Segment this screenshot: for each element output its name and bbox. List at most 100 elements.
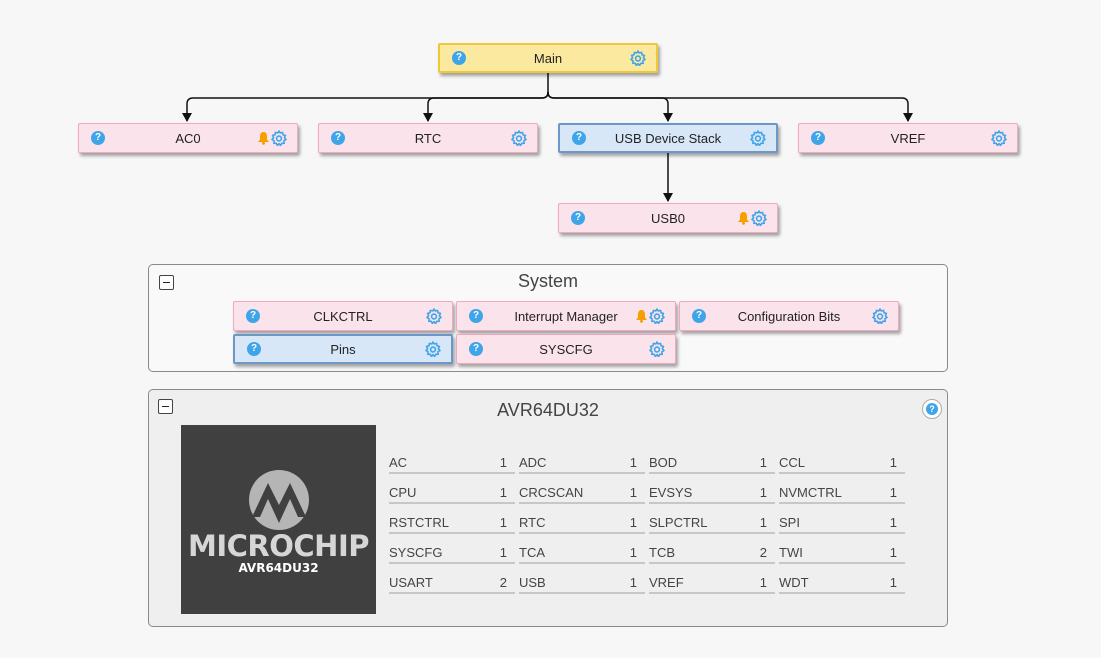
microchip-logo-icon [249, 470, 309, 530]
peripheral-count: 1 [499, 485, 507, 500]
peripheral-count: 1 [889, 545, 897, 560]
rtc-node-label: RTC [414, 130, 442, 146]
gear-icon[interactable] [649, 341, 665, 357]
peripheral-cell: NVMCTRL 1 [779, 482, 905, 504]
device-help-button[interactable]: ? [922, 399, 942, 419]
main-node[interactable]: ? Main [438, 43, 658, 73]
peripheral-name: USART [389, 575, 433, 590]
peripheral-name: CCL [779, 455, 806, 470]
gear-icon[interactable] [425, 341, 441, 357]
system-group: System ? CLKCTRL ? Interrupt Manager ? C… [148, 264, 948, 372]
peripheral-cell: CCL 1 [779, 452, 905, 474]
peripheral-name: TCA [519, 545, 545, 560]
bell-icon[interactable] [737, 211, 750, 225]
device-chip-image: MICROCHIP AVR64DU32 [181, 425, 376, 614]
collapse-system-button[interactable] [159, 275, 174, 290]
question-icon[interactable]: ? [571, 211, 585, 225]
gear-icon[interactable] [750, 130, 766, 146]
clkctrl-node-label: CLKCTRL [313, 308, 373, 324]
system-group-title: System [517, 271, 578, 291]
peripheral-name: NVMCTRL [779, 485, 842, 500]
usb0-node[interactable]: ? USB0 [558, 203, 778, 233]
question-icon[interactable]: ? [692, 309, 706, 323]
peripheral-name: CRCSCAN [519, 485, 584, 500]
gear-icon[interactable] [991, 130, 1007, 146]
question-icon[interactable]: ? [811, 131, 825, 145]
question-icon[interactable]: ? [469, 342, 483, 356]
usb-device-stack-node-label: USB Device Stack [614, 130, 722, 146]
question-icon[interactable]: ? [572, 131, 586, 145]
configuration-bits-node-label: Configuration Bits [737, 308, 841, 324]
peripheral-count: 1 [759, 575, 767, 590]
peripheral-count: 1 [889, 455, 897, 470]
gear-icon[interactable] [872, 308, 888, 324]
peripheral-cell: ADC 1 [519, 452, 645, 474]
peripheral-cell: EVSYS 1 [649, 482, 775, 504]
clkctrl-node[interactable]: ? CLKCTRL [233, 301, 453, 331]
peripheral-cell: TWI 1 [779, 542, 905, 564]
chip-part-text: AVR64DU32 [238, 561, 319, 575]
peripheral-name: EVSYS [649, 485, 693, 500]
rtc-node[interactable]: ? RTC [318, 123, 538, 153]
peripheral-name: VREF [649, 575, 684, 590]
bell-icon[interactable] [635, 309, 648, 323]
peripheral-count: 1 [629, 515, 637, 530]
peripheral-count: 1 [759, 515, 767, 530]
question-icon[interactable]: ? [331, 131, 345, 145]
gear-icon[interactable] [649, 308, 665, 324]
peripheral-count: 1 [629, 545, 637, 560]
peripheral-cell: AC 1 [389, 452, 515, 474]
question-icon[interactable]: ? [452, 51, 466, 65]
peripheral-count: 1 [499, 515, 507, 530]
interrupt-manager-node[interactable]: ? Interrupt Manager [456, 301, 676, 331]
peripheral-count: 1 [629, 575, 637, 590]
peripheral-name: RSTCTRL [389, 515, 449, 530]
gear-icon[interactable] [751, 210, 767, 226]
gear-icon[interactable] [426, 308, 442, 324]
gear-icon[interactable] [511, 130, 527, 146]
usb-device-stack-node[interactable]: ? USB Device Stack [558, 123, 778, 153]
peripheral-name: SLPCTRL [649, 515, 708, 530]
peripheral-cell: VREF 1 [649, 572, 775, 594]
collapse-device-button[interactable] [158, 399, 173, 414]
peripheral-count: 2 [759, 545, 767, 560]
vref-node[interactable]: ? VREF [798, 123, 1018, 153]
question-icon[interactable]: ? [91, 131, 105, 145]
peripheral-cell: WDT 1 [779, 572, 905, 594]
peripheral-count: 1 [889, 485, 897, 500]
peripheral-cell: SLPCTRL 1 [649, 512, 775, 534]
syscfg-node[interactable]: ? SYSCFG [456, 334, 676, 364]
main-node-label: Main [533, 50, 563, 66]
gear-icon[interactable] [630, 50, 646, 66]
ac0-node[interactable]: ? AC0 [78, 123, 298, 153]
peripheral-cell: SYSCFG 1 [389, 542, 515, 564]
peripheral-count: 1 [759, 485, 767, 500]
peripheral-count: 1 [499, 455, 507, 470]
peripheral-count: 1 [629, 455, 637, 470]
peripheral-name: ADC [519, 455, 547, 470]
peripheral-name: TWI [779, 545, 803, 560]
peripheral-name: AC [389, 455, 408, 470]
question-icon[interactable]: ? [469, 309, 483, 323]
question-icon[interactable]: ? [247, 342, 261, 356]
peripheral-name: SYSCFG [389, 545, 443, 560]
peripheral-count: 1 [759, 455, 767, 470]
pins-node[interactable]: ? Pins [233, 334, 453, 364]
question-icon[interactable]: ? [246, 309, 260, 323]
peripheral-count: 1 [499, 545, 507, 560]
device-group-title: AVR64DU32 [497, 400, 599, 420]
peripheral-name: WDT [779, 575, 809, 590]
gear-icon[interactable] [271, 130, 287, 146]
peripheral-count: 1 [889, 575, 897, 590]
question-icon: ? [926, 403, 938, 415]
peripheral-name: RTC [519, 515, 546, 530]
configuration-bits-node[interactable]: ? Configuration Bits [679, 301, 899, 331]
bell-icon[interactable] [257, 131, 270, 145]
